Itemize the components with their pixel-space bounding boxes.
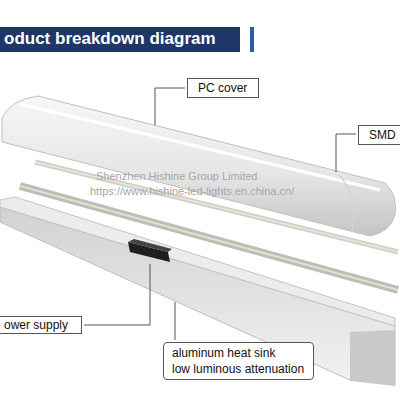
cover-highlight bbox=[20, 104, 380, 190]
watermark: https://www.hishine-led-lights.en.china.… bbox=[90, 184, 294, 198]
callout-text: PC cover bbox=[198, 80, 248, 96]
callout-text: ower supply bbox=[4, 317, 69, 333]
pc-cover-tube bbox=[2, 96, 396, 236]
title-accent bbox=[250, 27, 254, 52]
leader-line bbox=[336, 134, 356, 172]
callout-text: SMD bbox=[369, 127, 396, 143]
leader-line bbox=[84, 264, 150, 325]
callout-box: aluminum heat sinklow luminous attenuati… bbox=[163, 342, 314, 380]
leader-line bbox=[155, 88, 185, 125]
callout-text: low luminous attenuation bbox=[172, 361, 305, 377]
callout-text: aluminum heat sink bbox=[172, 345, 305, 361]
title-band bbox=[0, 27, 240, 52]
heat-sink-end bbox=[350, 330, 395, 386]
diagram-title: oduct breakdown diagram bbox=[4, 28, 216, 50]
watermark: Shenzhen Hishine Group Limited bbox=[96, 169, 257, 183]
callout-box: PC cover bbox=[187, 78, 259, 98]
callout-box: SMD bbox=[358, 125, 400, 145]
power-supply-top bbox=[128, 239, 172, 252]
callout-box: ower supply bbox=[0, 316, 82, 334]
leader-line bbox=[175, 302, 176, 340]
cover-end-cap bbox=[340, 176, 354, 232]
